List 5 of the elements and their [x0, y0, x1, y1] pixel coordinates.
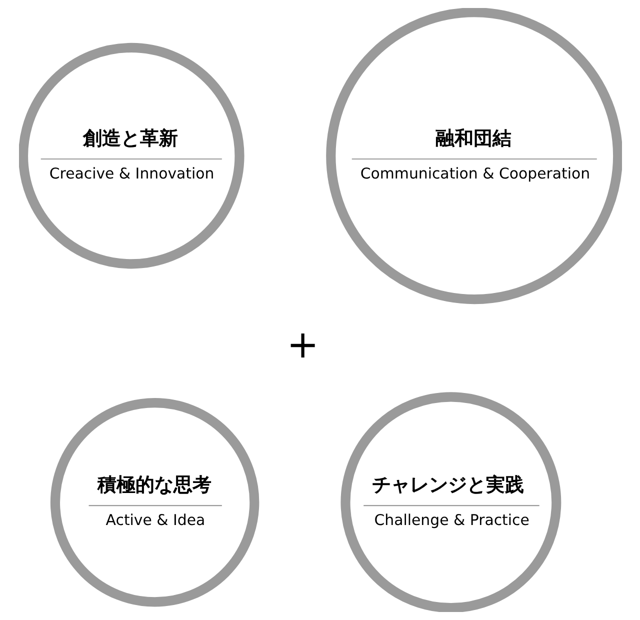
node-circle: 融和団結 Communication & Cooperation — [326, 8, 622, 304]
label: + — [286, 322, 318, 368]
node-circle: チャレンジと実践 Challenge & Practice — [340, 392, 561, 612]
node-circle: 積極的な思考 Active & Idea — [50, 398, 259, 607]
node-circle: 創造と革新 Creacive & Innovation — [18, 42, 244, 269]
